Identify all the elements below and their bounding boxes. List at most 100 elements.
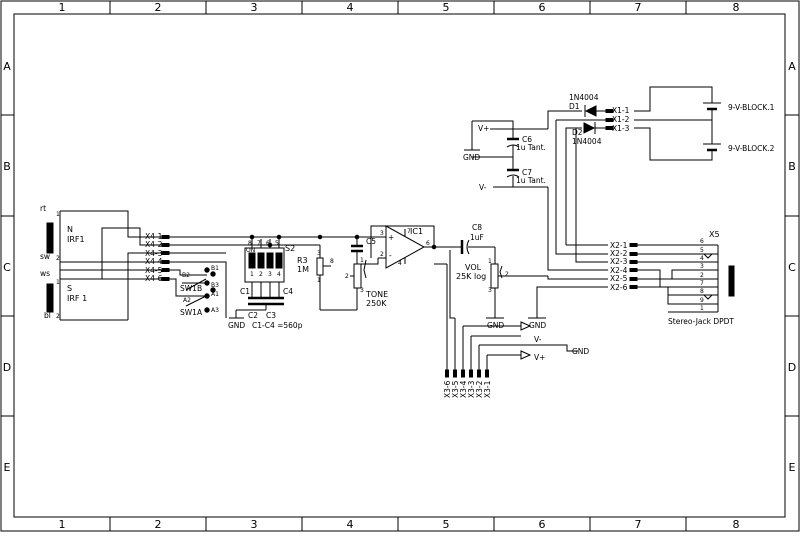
sw1-pin-b3: B3 [211, 282, 219, 289]
c7-value: 1u Tant. [516, 176, 546, 185]
ground-label-jack: GND [529, 321, 546, 330]
column-label-4-bottom: 4 [347, 518, 354, 531]
column-label-8: 8 [733, 1, 740, 14]
column-label-5: 5 [443, 1, 450, 14]
ground-symbol-sw: GND [169, 252, 266, 330]
row-label-c-right: C [788, 261, 796, 274]
vol-value: 25K log [456, 272, 486, 281]
opamp-pin-4: 4 [398, 260, 402, 267]
x1-pin-1: X1-1 [612, 106, 630, 115]
dip-pos-1: 1 [250, 271, 254, 278]
x5-pin-2: 2 [700, 272, 704, 279]
ground-label-1: GND [228, 321, 245, 330]
x5-pin-5: 5 [700, 247, 704, 254]
row-label-d-right: D [788, 361, 796, 374]
column-label-4: 4 [347, 1, 354, 14]
x3-pin-2: X3-2 [475, 380, 484, 398]
tone-pin-3: 3 [360, 287, 364, 294]
dip-switch-s2: ON 1 2 3 4 8 7 6 5 S2 C1 C2 C3 C4 C1-C4 … [240, 239, 303, 330]
row-label-e-right: E [789, 461, 796, 474]
supply-gnd: GND [463, 153, 480, 162]
pickup-south-tag-bottom: bl [44, 311, 51, 320]
x2-pin-4: X2-4 [610, 266, 628, 275]
column-label-3: 3 [251, 1, 258, 14]
x5-pin-6: 6 [700, 238, 704, 245]
d2-ref: D2 [572, 128, 583, 137]
pickup-north-tag-top: rt [40, 204, 46, 213]
x3-pin-4: X3-4 [459, 380, 468, 398]
pickup-south-tag-top: ws [40, 269, 50, 278]
row-label-e: E [4, 461, 11, 474]
pot-tone: 2 1 3 TONE 250K [345, 257, 388, 310]
x4-pin-3: X4-3 [145, 249, 163, 258]
column-label-5-bottom: 5 [443, 518, 450, 531]
output-stage: C8 1uF VOL 25K log 1 2 3 GND GND [434, 223, 548, 330]
dip-top-pin-5: 5 [275, 240, 279, 247]
vol-pin-2: 2 [505, 271, 509, 278]
c8-ref: C8 [472, 223, 482, 232]
d2-type: 1N4004 [572, 137, 602, 146]
pickup-north-name: IRF1 [67, 235, 85, 244]
bus-vplus: V+ [534, 353, 545, 362]
dip-pos-3: 3 [268, 271, 272, 278]
connector-x4: X4-1 X4-2 X4-3 X4-4 X4-5 X4-6 [145, 232, 170, 283]
c8-value: 1uF [470, 233, 484, 242]
supply-vminus: V- [479, 183, 487, 192]
opamp-plus: + [388, 233, 394, 242]
pickup-north-pin2: 2 [56, 255, 60, 262]
x4-pin-1: X4-1 [145, 232, 163, 241]
stereo-jack-x5: X5 6 5 4 3 2 7 8 9 1 Stereo-Jack DPDT [637, 230, 735, 326]
batteries: 9-V-BLOCK.1 9-V-BLOCK.2 [634, 86, 775, 161]
x2-pin-6: X2-6 [610, 283, 628, 292]
c7-ref: C7 [522, 168, 532, 177]
supply-vplus: V+ [478, 124, 489, 133]
column-label-8-bottom: 8 [733, 518, 740, 531]
x2-pin-5: X2-5 [610, 274, 628, 283]
dip-pos-2: 2 [259, 271, 263, 278]
x2-pin-3: X2-3 [610, 257, 628, 266]
sw1-pin-b1: B1 [211, 265, 219, 272]
dip-top-pin-8: 8 [248, 240, 252, 247]
x4-pin-2: X4-2 [145, 240, 163, 249]
c6-ref: C6 [522, 135, 532, 144]
x2-pin-1: X2-1 [610, 241, 628, 250]
r3-pin-bottom: 1 [317, 277, 321, 284]
sw1-pin-a2: A2 [183, 297, 191, 304]
d1-ref: D1 [569, 102, 580, 111]
diodes-x1: 1N4004 D1 D2 1N4004 X1-1 X1-2 X1-3 [547, 93, 630, 245]
column-label-6: 6 [539, 1, 546, 14]
pickup-south: ws bl 1 2 S IRF 1 [40, 269, 128, 321]
connector-x3: X3-6 X3-5 X3-4 X3-3 X3-2 X3-1 V- V+ GND [434, 250, 589, 398]
x5-pin-3: 3 [700, 263, 704, 270]
opamp-ic1: + - 3 2 6 7 4 IC1 [357, 225, 437, 269]
row-label-a-right: A [788, 60, 796, 73]
cap-c3: C3 [266, 311, 276, 320]
x1-pin-2: X1-2 [612, 115, 630, 124]
r3-pin-top: 3 [317, 250, 321, 257]
r3-pin-side: 8 [330, 258, 334, 265]
bus-vminus: V- [534, 335, 542, 344]
column-label-1-bottom: 1 [59, 518, 66, 531]
pickup-south-pin1: 1 [56, 279, 60, 286]
opamp-pin-6: 6 [426, 240, 430, 247]
x5-name: Stereo-Jack DPDT [668, 317, 734, 326]
bus-gnd: GND [572, 347, 589, 356]
cap-c1: C1 [240, 287, 250, 296]
pickup-south-name: IRF 1 [67, 294, 87, 303]
opamp-pin-2: 2 [380, 251, 384, 258]
signal-wiring-x4 [169, 234, 386, 311]
column-label-2: 2 [155, 1, 162, 14]
dip-on-label: ON [246, 247, 255, 254]
supply-to-x2 [536, 128, 608, 318]
column-label-2-bottom: 2 [155, 518, 162, 531]
opamp-pin-7: 7 [407, 228, 411, 235]
x3-pin-5: X3-5 [451, 380, 460, 398]
c6-value: 1u Tant. [516, 143, 546, 152]
vol-pin-3: 3 [488, 287, 492, 294]
r3-value: 1M [297, 265, 309, 274]
cap-value-note: C1-C4 =560p [252, 321, 303, 330]
x5-ref: X5 [709, 230, 720, 239]
column-label-1: 1 [59, 1, 66, 14]
column-label-7-bottom: 7 [635, 518, 642, 531]
